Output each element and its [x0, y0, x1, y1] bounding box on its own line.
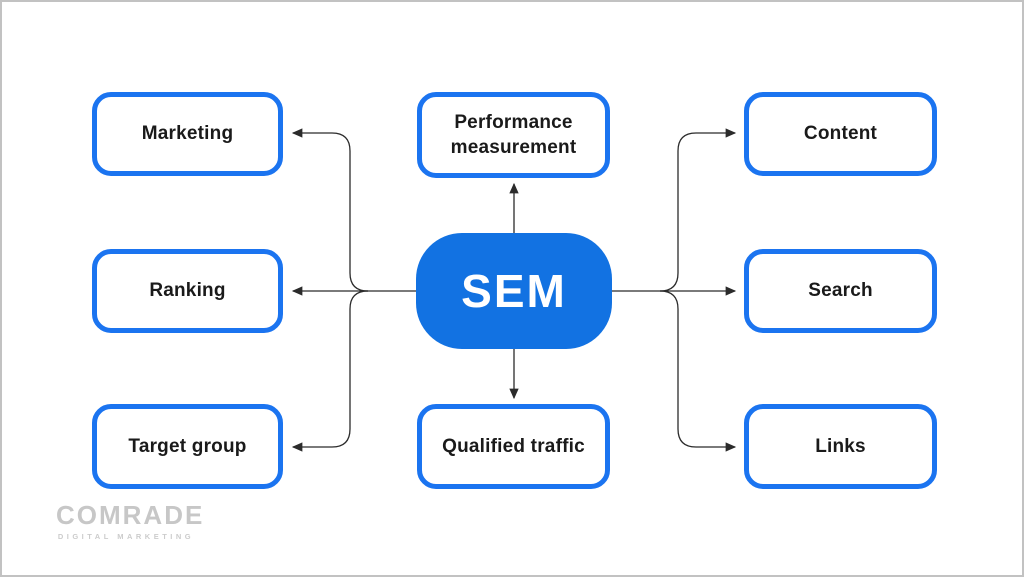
node-sem-label: SEM	[461, 265, 567, 317]
comrade-logo-text: COMRADE	[56, 500, 205, 530]
node-qualified-traffic: Qualified traffic	[417, 404, 610, 489]
node-qualified-traffic-label: Qualified traffic	[442, 435, 585, 457]
comrade-logo: COMRADE DIGITAL MARKETING	[56, 500, 205, 541]
connector-sem-to-links	[659, 290, 737, 452]
connector-sem-to-target-group	[291, 290, 369, 452]
comrade-logo-tagline: DIGITAL MARKETING	[57, 532, 195, 541]
node-links-label: Links	[815, 435, 866, 457]
node-target-group: Target group	[92, 404, 283, 489]
node-marketing-label: Marketing	[141, 123, 234, 145]
node-ranking: Ranking	[92, 249, 283, 333]
node-marketing: Marketing	[92, 92, 283, 176]
node-target-group-label: Target group	[128, 435, 247, 457]
node-ranking-label: Ranking	[149, 280, 226, 302]
node-content: Content	[744, 92, 937, 176]
connector-sem-to-content	[659, 128, 737, 292]
node-sem-center: SEM	[416, 233, 612, 349]
node-search: Search	[744, 249, 937, 333]
connector-sem-to-marketing	[291, 128, 369, 292]
node-search-label: Search	[808, 280, 873, 302]
node-performance-measurement-label: Performance measurement	[450, 111, 577, 158]
node-links: Links	[744, 404, 937, 489]
node-content-label: Content	[803, 123, 878, 145]
node-performance-measurement: Performance measurement	[417, 92, 610, 178]
